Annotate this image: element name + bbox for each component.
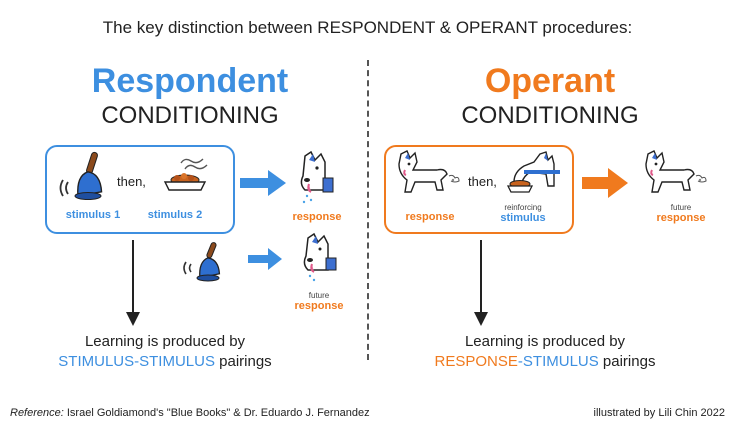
respondent-learning-key2: STIMULUS xyxy=(139,353,215,370)
respondent-heading: Respondent xyxy=(91,62,289,100)
operant-pairing-box xyxy=(384,145,574,234)
respondent-response-label: response xyxy=(292,211,342,223)
running-dog-icon xyxy=(398,150,460,193)
respondent-learning-line2: STIMULUS-STIMULUS pairings xyxy=(40,353,290,370)
stimulus2-label: stimulus 2 xyxy=(147,209,203,221)
illustrator-credit: illustrated by Lili Chin 2022 xyxy=(593,407,725,419)
operant-future-small: future xyxy=(670,203,692,212)
arrow-right-icon xyxy=(248,248,282,270)
respondent-then-text: then, xyxy=(117,174,146,189)
page-title: The key distinction between RESPONDENT &… xyxy=(102,18,633,37)
operant-reinforcing-small: reinforcing xyxy=(504,203,542,212)
reference-label: Reference: xyxy=(10,407,64,419)
respondent-learning-dash: - xyxy=(134,353,140,370)
operant-learning-key2: STIMULUS xyxy=(522,353,599,370)
respondent-learning-tail: pairings xyxy=(214,353,272,370)
respondent-learning-line1: Learning is produced by xyxy=(84,333,246,350)
food-bowl-icon xyxy=(163,158,208,191)
reference-footer: Reference: Israel Goldiamond's "Blue Boo… xyxy=(10,407,370,419)
bell-icon xyxy=(59,151,103,200)
running-dog-icon xyxy=(645,150,707,193)
operant-response-label: response xyxy=(405,211,455,223)
arrow-right-icon xyxy=(582,168,628,198)
respondent-subheading: CONDITIONING xyxy=(101,102,279,129)
operant-heading: Operant xyxy=(484,62,616,100)
operant-learning-dash: - xyxy=(517,353,523,370)
stimulus1-label: stimulus 1 xyxy=(65,209,121,221)
drooling-dog-icon xyxy=(303,232,337,282)
operant-future-response-label: response xyxy=(656,212,706,224)
arrow-down-icon xyxy=(126,240,140,326)
operant-then-text: then, xyxy=(468,174,497,189)
operant-learning-line1: Learning is produced by xyxy=(464,333,626,350)
operant-learning-key1: RESPONSE xyxy=(434,353,518,370)
bell-icon xyxy=(183,242,221,282)
arrow-right-icon xyxy=(240,170,286,196)
drooling-dog-icon xyxy=(300,150,334,204)
arrow-down-icon xyxy=(474,240,488,326)
operant-learning-line2: RESPONSE-STIMULUS pairings xyxy=(420,353,670,370)
dog-eating-icon xyxy=(506,151,560,193)
respondent-future-small: future xyxy=(308,291,330,300)
respondent-future-response-label: response xyxy=(294,300,344,312)
respondent-pairing-box xyxy=(45,145,235,234)
operant-learning-tail: pairings xyxy=(598,353,656,370)
reference-text: Israel Goldiamond's "Blue Books" & Dr. E… xyxy=(63,407,370,419)
center-divider xyxy=(367,60,369,360)
operant-stimulus-label: stimulus xyxy=(500,212,546,224)
operant-subheading: CONDITIONING xyxy=(461,102,639,129)
respondent-learning-key1: STIMULUS xyxy=(58,353,135,370)
